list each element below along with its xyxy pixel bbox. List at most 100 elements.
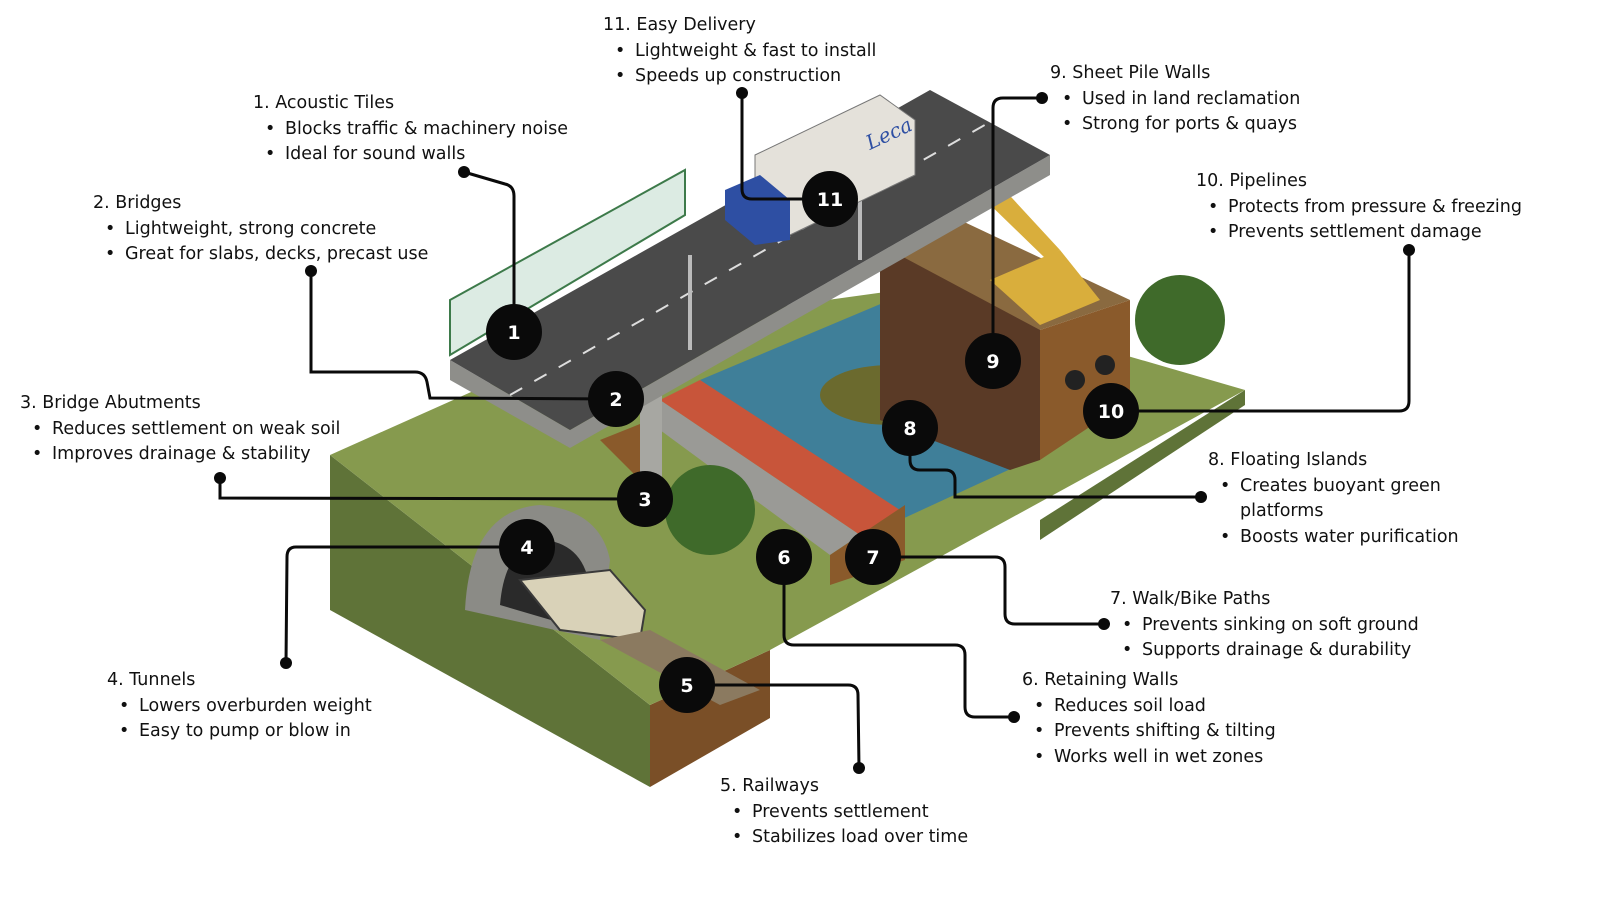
number-marker-label: 7	[866, 547, 879, 569]
callout-title: 6. Retaining Walls	[1022, 670, 1179, 690]
number-marker	[486, 304, 542, 360]
number-marker	[845, 529, 901, 585]
callout-bullets: Protects from pressure & freezingPrevent…	[1196, 195, 1522, 246]
callout-title: 5. Railways	[720, 776, 819, 796]
ground-left-face	[330, 455, 650, 787]
train	[518, 568, 647, 642]
callout-title: 7. Walk/Bike Paths	[1110, 589, 1271, 609]
number-marker-label: 3	[638, 489, 651, 511]
leader-dot	[1403, 244, 1415, 256]
bike-path	[660, 380, 900, 535]
tree	[1135, 275, 1225, 365]
callout-bullet: Prevents sinking on soft ground	[1110, 613, 1419, 639]
number-marker-label: 5	[680, 675, 693, 697]
callout-bullets: Lightweight & fast to installSpeeds up c…	[603, 39, 876, 90]
walk-path	[660, 400, 860, 555]
leader-line	[991, 96, 1042, 361]
callout-6: 6. Retaining WallsReduces soil loadPreve…	[1022, 668, 1276, 770]
leader-line	[1111, 250, 1411, 413]
callout-7: 7. Walk/Bike PathsPrevents sinking on so…	[1110, 587, 1419, 664]
leader-dot	[458, 166, 470, 178]
callout-bullet: Easy to pump or blow in	[107, 719, 372, 745]
callout-bullets: Prevents settlementStabilizes load over …	[720, 800, 968, 851]
leader-line	[687, 683, 861, 769]
callout-bullets: Blocks traffic & machinery noiseIdeal fo…	[253, 117, 568, 168]
number-marker-label: 6	[777, 547, 790, 569]
callout-title: 8. Floating Islands	[1208, 450, 1368, 470]
leader-line	[284, 545, 527, 664]
callout-bullet: Lowers overburden weight	[107, 694, 372, 720]
number-marker	[882, 400, 938, 456]
callout-bullets: Prevents sinking on soft groundSupports …	[1110, 613, 1419, 664]
callout-bullet: Prevents shifting & tilting	[1022, 719, 1276, 745]
leader-dot	[1008, 711, 1020, 723]
callout-11: 11. Easy DeliveryLightweight & fast to i…	[603, 13, 876, 90]
number-marker	[802, 171, 858, 227]
callout-5: 5. RailwaysPrevents settlementStabilizes…	[720, 774, 968, 851]
leader-line	[463, 170, 516, 332]
number-marker-label: 4	[520, 537, 533, 559]
callout-bullet: Works well in wet zones	[1022, 745, 1276, 771]
number-marker-label: 2	[609, 389, 622, 411]
callout-bullet: Creates buoyant green platforms	[1208, 474, 1480, 525]
callout-bullet: Prevents settlement	[720, 800, 968, 826]
callout-title: 4. Tunnels	[107, 670, 196, 690]
number-marker	[588, 371, 644, 427]
callout-bullets: Reduces soil loadPrevents shifting & til…	[1022, 694, 1276, 771]
leader-line	[309, 271, 617, 401]
leader-dot	[214, 472, 226, 484]
callout-2: 2. BridgesLightweight, strong concreteGr…	[93, 191, 428, 268]
callout-bullet: Stabilizes load over time	[720, 825, 968, 851]
callout-bullet: Great for slabs, decks, precast use	[93, 242, 428, 268]
callout-bullet: Protects from pressure & freezing	[1196, 195, 1522, 221]
callout-bullet: Blocks traffic & machinery noise	[253, 117, 568, 143]
callout-bullet: Ideal for sound walls	[253, 142, 568, 168]
callout-bullet: Speeds up construction	[603, 64, 876, 90]
callout-9: 9. Sheet Pile WallsUsed in land reclamat…	[1050, 61, 1300, 138]
callout-4: 4. TunnelsLowers overburden weightEasy t…	[107, 668, 372, 745]
callout-bullet: Reduces soil load	[1022, 694, 1276, 720]
callout-title: 10. Pipelines	[1196, 171, 1307, 191]
callout-bullets: Reduces settlement on weak soilImproves …	[20, 417, 340, 468]
leader-line	[873, 555, 1104, 626]
number-marker	[756, 529, 812, 585]
number-marker-label: 9	[986, 351, 999, 373]
leader-dot	[305, 265, 317, 277]
leader-dot	[853, 762, 865, 774]
number-marker-label: 8	[903, 418, 916, 440]
callout-bullets: Used in land reclamationStrong for ports…	[1050, 87, 1300, 138]
callout-bullet: Supports drainage & durability	[1110, 638, 1419, 664]
callout-bullets: Lightweight, strong concreteGreat for sl…	[93, 217, 428, 268]
leader-line	[740, 93, 830, 201]
leader-dot	[736, 87, 748, 99]
tree	[665, 465, 755, 555]
bridge-pier	[640, 385, 662, 490]
callout-title: 3. Bridge Abutments	[20, 393, 201, 413]
ground-right-face	[1040, 390, 1245, 540]
callout-8: 8. Floating IslandsCreates buoyant green…	[1208, 448, 1480, 550]
callout-bullets: Creates buoyant green platformsBoosts wa…	[1208, 474, 1480, 551]
callout-bullet: Reduces settlement on weak soil	[20, 417, 340, 443]
callout-bullets: Lowers overburden weightEasy to pump or …	[107, 694, 372, 745]
callout-title: 11. Easy Delivery	[603, 15, 756, 35]
leader-line	[218, 478, 646, 501]
callout-bullet: Boosts water purification	[1208, 525, 1480, 551]
leader-dot	[1195, 491, 1207, 503]
leader-lines	[214, 87, 1415, 774]
callout-bullet: Lightweight & fast to install	[603, 39, 876, 65]
callout-bullet: Lightweight, strong concrete	[93, 217, 428, 243]
number-marker-label: 1	[507, 322, 520, 344]
number-marker	[1083, 383, 1139, 439]
number-marker	[617, 471, 673, 527]
number-marker	[659, 657, 715, 713]
callout-bullet: Improves drainage & stability	[20, 442, 340, 468]
callout-bullet: Prevents settlement damage	[1196, 220, 1522, 246]
number-marker	[965, 333, 1021, 389]
callout-10: 10. PipelinesProtects from pressure & fr…	[1196, 169, 1522, 246]
leader-dot	[280, 657, 292, 669]
callout-title: 2. Bridges	[93, 193, 182, 213]
callout-1: 1. Acoustic TilesBlocks traffic & machin…	[253, 91, 568, 168]
pipe-opening	[1065, 370, 1085, 390]
